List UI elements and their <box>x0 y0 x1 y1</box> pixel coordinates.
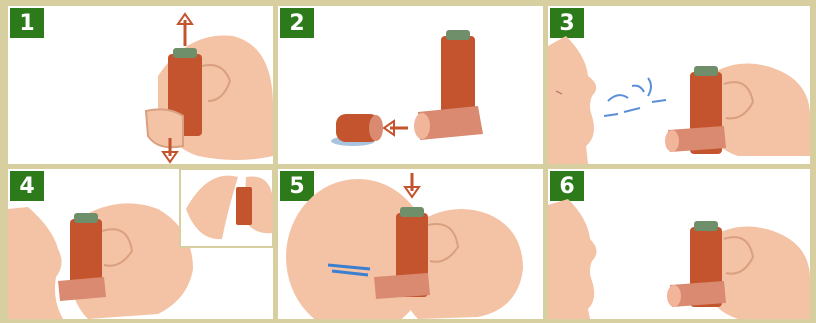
exhaled-breath <box>604 78 666 116</box>
left-arrow-icon <box>384 121 408 135</box>
breathe-out-illustration <box>548 6 810 164</box>
inhaler-cap <box>74 213 98 223</box>
inhaler-cap <box>694 221 718 231</box>
mouthpiece-opening <box>414 113 430 139</box>
hold-breath-illustration <box>548 169 810 319</box>
step-panel-3: 3 <box>548 6 810 164</box>
shake-inhaler-illustration <box>8 6 273 164</box>
inhaler-cap <box>400 207 424 217</box>
step-panel-6: 6 <box>548 169 810 319</box>
mouthpiece <box>374 273 430 299</box>
remove-cap-illustration <box>278 6 543 164</box>
face <box>8 207 63 319</box>
inhale-illustration <box>8 169 273 319</box>
step-panel-2: 2 <box>278 6 543 164</box>
inhaler-cap <box>173 48 197 58</box>
step-panel-1: 1 <box>8 6 273 164</box>
press-and-inhale-illustration <box>278 169 543 319</box>
step-panel-5: 5 <box>278 169 543 319</box>
fingers <box>146 109 183 147</box>
down-arrow-icon <box>405 173 419 197</box>
mouthpiece <box>58 277 106 301</box>
face <box>548 36 596 164</box>
up-arrow-icon <box>178 14 192 46</box>
mouthpiece-opening <box>667 285 681 307</box>
face <box>548 199 597 319</box>
inset-inhaler <box>236 187 252 225</box>
step-panel-4: 4 <box>8 169 273 319</box>
cap-opening <box>369 115 383 141</box>
mouthpiece-opening <box>665 130 679 152</box>
inhaler-cap <box>694 66 718 76</box>
inhaler-top <box>446 30 470 40</box>
